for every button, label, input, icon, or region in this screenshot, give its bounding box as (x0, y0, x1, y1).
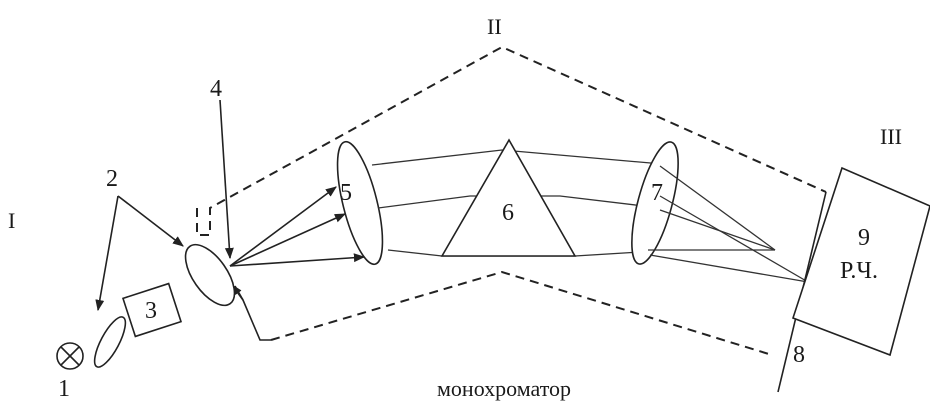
prism (440, 138, 577, 257)
pointer-2a (95, 195, 119, 312)
filter-box (121, 282, 183, 338)
label-1: 1 (58, 376, 70, 402)
pointer-2b (117, 195, 184, 247)
ray-middle (229, 213, 347, 267)
caption: монохроматор (437, 376, 571, 401)
detector-box (792, 166, 930, 357)
housing-top-dashed (196, 45, 827, 236)
label-3: 3 (145, 298, 157, 324)
zone-label-3: III (880, 124, 902, 149)
ray-lower (229, 253, 366, 267)
ray-conv-1 (659, 165, 776, 251)
label-4: 4 (210, 76, 222, 102)
collimator-lens (336, 140, 384, 266)
detector-text: Р.Ч. (840, 258, 878, 284)
lamp-symbol (56, 342, 84, 370)
ray-conv-5 (649, 254, 809, 283)
label-7: 7 (651, 180, 663, 206)
label-5: 5 (340, 180, 352, 206)
condenser-lens (93, 316, 127, 368)
beam-top (371, 149, 663, 166)
camera-lens (631, 141, 679, 265)
zone-label-2: II (487, 14, 502, 39)
ray-upper (229, 186, 337, 267)
housing-bottom-dashed (270, 270, 773, 356)
ray-conv-4 (659, 195, 809, 283)
label-9: 9 (858, 225, 870, 251)
entrance-lens (184, 243, 236, 307)
label-8: 8 (793, 342, 805, 368)
entrance-bracket (234, 285, 271, 341)
label-6: 6 (502, 200, 514, 226)
pointer-4 (219, 99, 234, 260)
label-2: 2 (106, 166, 118, 192)
zone-label-1: I (8, 208, 15, 233)
